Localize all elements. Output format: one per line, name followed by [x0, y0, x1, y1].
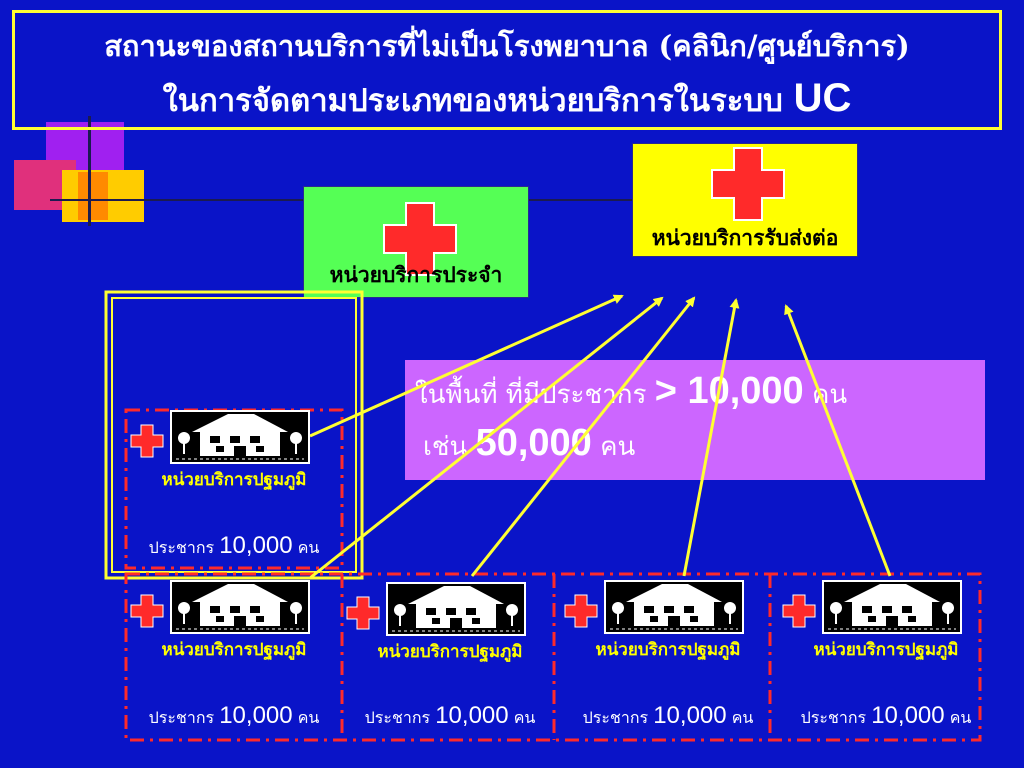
referral-service-unit-box: หน่วยบริการรับส่งต่อ [632, 143, 858, 257]
red-cross-icon [564, 594, 598, 628]
area-population-line-2: เช่น 50,000 คน [423, 422, 635, 467]
title-box: สถานะของสถานบริการที่ไม่เป็นโรงพยาบาล (ค… [12, 10, 1002, 130]
primary-care-unit-label: หน่วยบริการปฐมภูมิ [161, 640, 307, 659]
referral-arrow-1 [309, 294, 624, 438]
population-unit: คน [297, 708, 320, 727]
red-cross-icon [711, 147, 785, 221]
primary-care-unit: หน่วยบริการปฐมภูมิ ประชากร 10,000 คน [124, 580, 344, 740]
referral-service-unit-label: หน่วยบริการรับส่งต่อ [651, 227, 839, 250]
referral-arrow-4 [682, 298, 740, 577]
regular-service-unit-box: หน่วยบริการประจำ [303, 186, 529, 298]
primary-care-unit-label: หน่วยบริการปฐมภูมิ [595, 640, 741, 659]
population-label: ประชากร 10,000 คน [124, 532, 344, 561]
primary-care-unit: หน่วยบริการปฐมภูมิ ประชากร 10,000 คน [776, 580, 996, 740]
population-text: ประชากร [148, 708, 215, 727]
population-label: ประชากร 10,000 คน [340, 702, 560, 731]
primary-care-unit-label: หน่วยบริการปฐมภูมิ [377, 642, 523, 661]
population-value: 10,000 [219, 532, 293, 559]
house-icon [170, 410, 310, 464]
title-line-2-text: ในการจัดตามประเภทของหน่วยบริการในระบบ [162, 83, 783, 119]
regular-service-unit-label: หน่วยบริการประจำ [329, 264, 503, 287]
population-unit: คน [297, 538, 320, 557]
primary-care-unit: หน่วยบริการปฐมภูมิ ประชากร 10,000 คน [124, 410, 344, 570]
red-cross-icon [346, 596, 380, 630]
population-text: ประชากร [582, 708, 649, 727]
area-population-info-box: ในพื้นที่ ที่มีประชากร > 10,000 คน เช่น … [405, 360, 985, 480]
area-population-example-unit: คน [600, 432, 636, 462]
red-cross-icon [130, 594, 164, 628]
referral-arrow-2 [309, 296, 664, 580]
area-population-threshold: > 10,000 [654, 370, 804, 412]
catchment-frame-outer [104, 290, 364, 580]
population-text: ประชากร [364, 708, 431, 727]
house-icon [604, 580, 744, 634]
primary-care-unit-label: หน่วยบริการปฐมภูมิ [161, 470, 307, 489]
red-cross-icon [782, 594, 816, 628]
population-text: ประชากร [148, 538, 215, 557]
population-unit: คน [949, 708, 972, 727]
house-icon [170, 580, 310, 634]
population-label: ประชากร 10,000 คน [776, 702, 996, 731]
referral-arrow-5 [784, 304, 892, 577]
population-unit: คน [513, 708, 536, 727]
population-label: ประชากร 10,000 คน [558, 702, 778, 731]
red-cross-icon [383, 202, 457, 276]
red-cross-icon [130, 424, 164, 458]
referral-arrow-3 [470, 296, 696, 577]
population-text: ประชากร [800, 708, 867, 727]
decorative-line-vertical [88, 116, 91, 226]
house-icon [822, 580, 962, 634]
primary-care-unit: หน่วยบริการปฐมภูมิ ประชากร 10,000 คน [340, 582, 560, 742]
population-unit: คน [731, 708, 754, 727]
title-line-2: ในการจัดตามประเภทของหน่วยบริการในระบบ UC [15, 75, 999, 125]
title-abbreviation: UC [793, 76, 852, 120]
population-label: ประชากร 10,000 คน [124, 702, 344, 731]
title-line-1: สถานะของสถานบริการที่ไม่เป็นโรงพยาบาล (ค… [104, 29, 910, 63]
house-icon [386, 582, 526, 636]
primary-care-unit: หน่วยบริการปฐมภูมิ ประชากร 10,000 คน [558, 580, 778, 740]
population-value: 10,000 [435, 702, 509, 729]
catchment-frame-inner [111, 297, 357, 573]
decorative-square-orange [78, 172, 108, 220]
primary-care-unit-label: หน่วยบริการปฐมภูมิ [813, 640, 959, 659]
population-value: 10,000 [219, 702, 293, 729]
population-value: 10,000 [653, 702, 727, 729]
population-value: 10,000 [871, 702, 945, 729]
